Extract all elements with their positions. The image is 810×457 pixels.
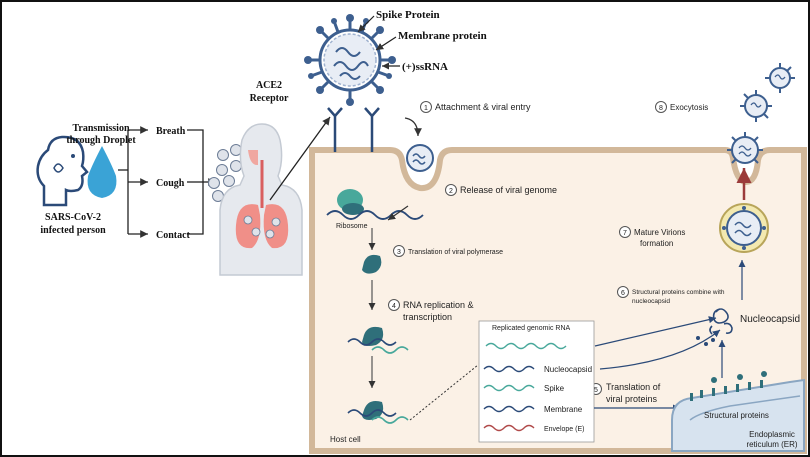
- virion-icon: [304, 14, 396, 106]
- rna-legend-box: [478, 320, 595, 443]
- legend-nucleocapsid: Nucleocapsid: [544, 365, 592, 374]
- infected-person-label-1: SARS-CoV-2: [45, 212, 101, 223]
- er-icon: [671, 378, 805, 452]
- spike-protein-label: Spike Protein: [376, 9, 440, 21]
- route-cough: Cough: [156, 178, 185, 189]
- membrane-protein-label: Membrane protein: [398, 30, 487, 42]
- ribosome-icon: [337, 189, 364, 215]
- step-4-text-2: transcription: [403, 312, 452, 322]
- step-6-text-1: Structural proteins combine with: [632, 289, 725, 296]
- droplet-icon: [87, 146, 117, 198]
- host-cell: [309, 147, 807, 454]
- step-7-text-2: formation: [640, 239, 673, 248]
- host-cell-label: Host cell: [330, 435, 361, 444]
- step-8-num: 8: [659, 105, 663, 112]
- legend-envelope: Envelope (E): [544, 426, 584, 433]
- step-7-text-1: Mature Virions: [634, 228, 685, 237]
- exocytosis-virions: [727, 63, 795, 164]
- er-label-1: Endoplasmic: [749, 430, 795, 439]
- legend-membrane: Membrane: [544, 405, 583, 414]
- ace2-label-2: Receptor: [250, 93, 289, 104]
- step-1-text: Attachment & viral entry: [435, 102, 531, 112]
- infected-person-label-2: infected person: [40, 225, 106, 236]
- transcription-complex-icon: [347, 401, 409, 424]
- legend-spike-line: [483, 384, 535, 392]
- legend-arrows: [594, 316, 721, 412]
- er-label-2: reticulum (ER): [746, 440, 797, 449]
- step-2-text: Release of viral genome: [460, 185, 557, 195]
- route-breath: Breath: [156, 126, 186, 137]
- transmission-label-2: through Droplet: [66, 135, 136, 146]
- step-3-num: 3: [397, 249, 401, 256]
- step-6-num: 6: [621, 290, 625, 297]
- nucleocapsid-icon: [709, 308, 733, 335]
- nucleocapsid-dots: [696, 336, 715, 346]
- step-8-text: Exocytosis: [670, 103, 708, 112]
- step-badges: [388, 101, 667, 395]
- replication-complex-icon: [347, 326, 409, 354]
- legend-genomic-rna-line: [485, 342, 567, 350]
- attachment-arrow: [404, 117, 422, 137]
- step-7-num: 7: [623, 230, 627, 237]
- step-2-num: 2: [449, 188, 453, 195]
- virion-label-arrows: [357, 15, 400, 70]
- endocytosed-virion-icon: [406, 144, 434, 172]
- viral-genome-rna: [326, 210, 424, 220]
- mature-virion-icon: [719, 203, 769, 253]
- transmission-label-1: Transmission: [72, 123, 129, 134]
- structural-proteins-label: Structural proteins: [704, 411, 769, 420]
- legend-membrane-line: [483, 405, 535, 413]
- step-5-text-1: Translation of: [606, 382, 661, 392]
- dotted-connector: [409, 364, 479, 421]
- er-proteins: [690, 371, 767, 401]
- step-4-text-1: RNA replication &: [403, 300, 474, 310]
- lung-to-virion-arrow: [269, 116, 331, 201]
- route-contact: Contact: [156, 230, 191, 241]
- legend-nucleocapsid-line: [483, 365, 535, 373]
- ace2-label-1: ACE2: [256, 80, 282, 91]
- ssrna-label: (+)ssRNA: [402, 61, 448, 73]
- ace2-receptors: [327, 107, 380, 152]
- step-4-num: 4: [392, 303, 396, 310]
- step-1-num: 1: [424, 105, 428, 112]
- virus-cluster-icon: [208, 144, 242, 202]
- routes-bracket: [118, 126, 148, 238]
- step-5-num: 5: [594, 387, 598, 394]
- step-3-text: Translation of viral polymerase: [408, 249, 503, 256]
- legend-title: Replicated genomic RNA: [492, 325, 571, 332]
- step-5-text-2: viral proteins: [606, 394, 658, 404]
- legend-envelope-line: [483, 424, 535, 432]
- legend-spike: Spike: [544, 384, 565, 393]
- polymerase-icon: [362, 254, 382, 274]
- nucleocapsid-label: Nucleocapsid: [740, 314, 800, 325]
- step-6-text-2: nucleocapsid: [632, 298, 670, 305]
- ribosome-label: Ribosome: [336, 223, 368, 230]
- lungs-icon: [219, 123, 303, 276]
- release-arrow: [387, 205, 409, 221]
